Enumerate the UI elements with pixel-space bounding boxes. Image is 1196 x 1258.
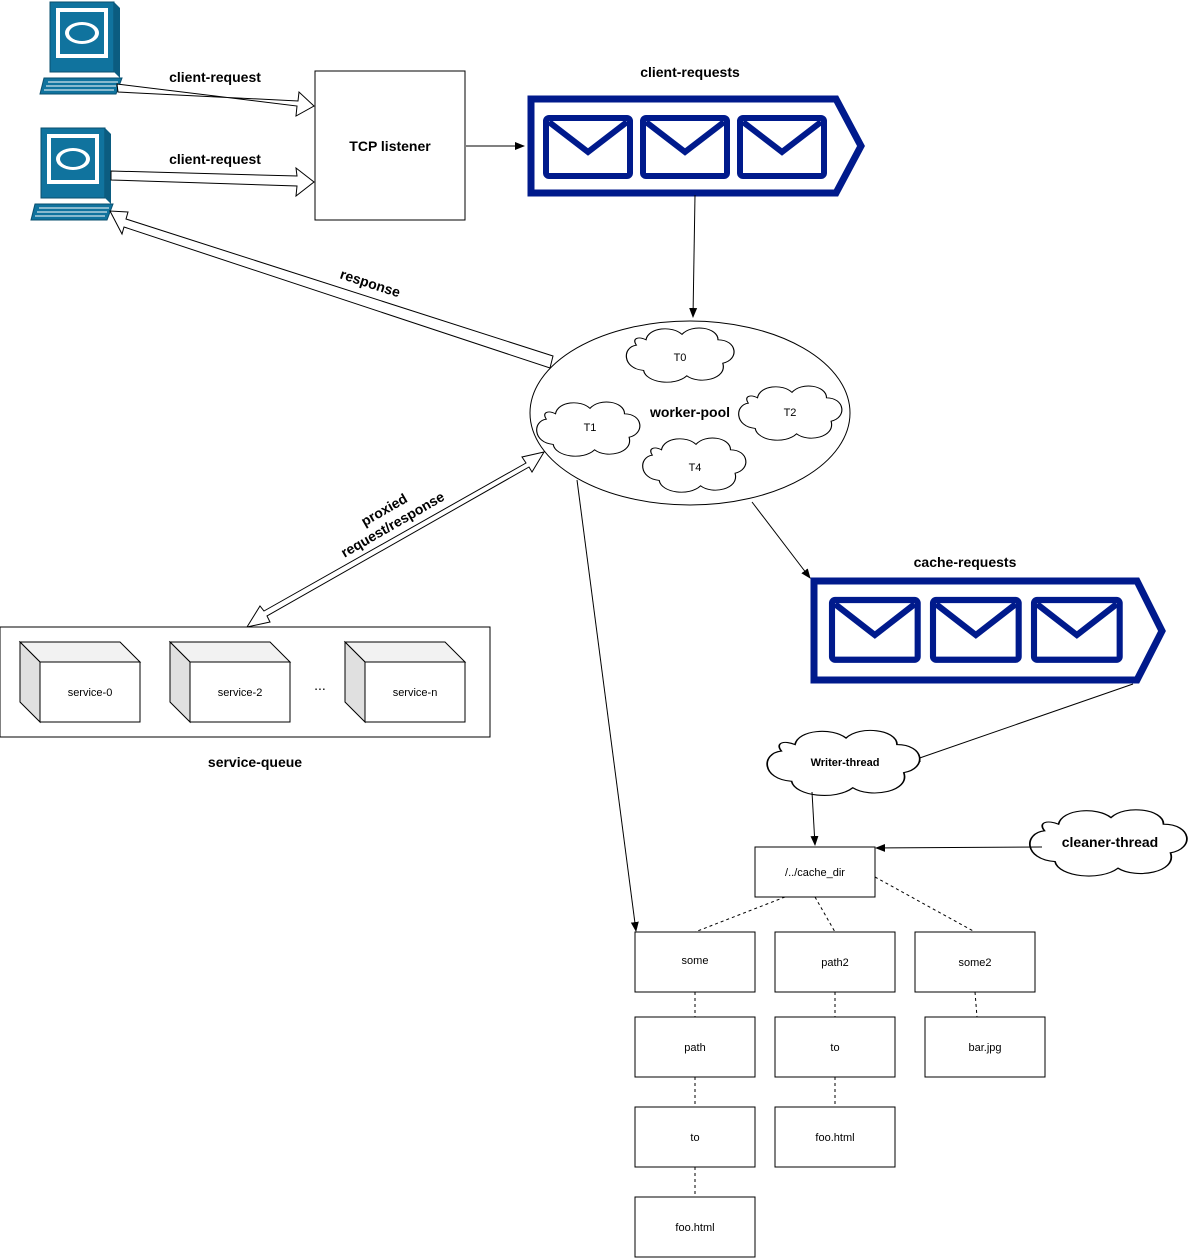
mail-envelope-icon: [933, 600, 1019, 660]
cache-dir-label: /../cache_dir: [785, 867, 845, 879]
computer-icon: [30, 127, 114, 221]
tcp-listener-label: TCP listener: [349, 138, 431, 154]
thread-t2-label: T2: [784, 407, 797, 419]
tree-node: [634, 1016, 756, 1078]
cleaner-thread-label: cleaner-thread: [1062, 834, 1158, 850]
cache-requests-label: cache-requests: [914, 554, 1017, 570]
ellipsis-label: ...: [314, 677, 326, 693]
client-request-label: client-request: [169, 69, 261, 85]
tree-node-label: some: [682, 955, 709, 967]
tree-node-label: bar.jpg: [968, 1042, 1001, 1054]
tree-node-label: to: [830, 1042, 839, 1054]
connector-arrow: [875, 843, 1043, 852]
cube-icon: [168, 640, 292, 724]
tree-node-label: to: [690, 1132, 699, 1144]
connector-arrow: [910, 683, 1134, 762]
tree-node-label: path: [684, 1042, 705, 1054]
response-arrow: [109, 210, 554, 369]
tree-node: [774, 1106, 896, 1168]
cache-dir-box: [754, 846, 876, 898]
client-request-arrow: [110, 166, 315, 198]
worker-pool-label: worker-pool: [649, 404, 730, 420]
tcp-listener-box: [314, 70, 466, 221]
client-request-label: client-request: [169, 151, 261, 167]
tree-node-label: foo.html: [675, 1222, 714, 1234]
writer-thread-label: Writer-thread: [811, 757, 880, 769]
client-request-arrow: [116, 83, 315, 117]
tree-node: [634, 1196, 756, 1258]
cube-icon: [18, 640, 142, 724]
proxied-arrow: [245, 451, 546, 628]
thread-t4-label: T4: [689, 462, 702, 474]
computer-icon: [39, 1, 123, 95]
tree-node-label: some2: [958, 957, 991, 969]
mail-envelope-icon: [740, 118, 824, 176]
worker-pool-ellipse: [529, 320, 851, 506]
service-label: service-2: [218, 687, 263, 699]
connector-arrow: [576, 479, 639, 932]
tree-node: [634, 1106, 756, 1168]
tree-node: [774, 1016, 896, 1078]
tree-connectors: [694, 876, 978, 1197]
tree-node-label: path2: [821, 957, 849, 969]
client-requests-queue: [527, 95, 865, 197]
service-queue-label: service-queue: [208, 754, 302, 770]
connector-arrow: [810, 791, 819, 846]
service-label: service-0: [68, 687, 113, 699]
connector-arrow: [689, 194, 698, 318]
mail-envelope-icon: [546, 118, 630, 176]
thread-t1-label: T1: [584, 422, 597, 434]
connector-arrow: [751, 501, 811, 579]
mail-envelope-icon: [1034, 600, 1120, 660]
service-label: service-n: [393, 687, 438, 699]
tree-node: [914, 931, 1036, 993]
mail-envelope-icon: [832, 600, 918, 660]
client-requests-label: client-requests: [640, 64, 740, 80]
tree-node: [634, 931, 756, 993]
cube-icon: [343, 640, 467, 724]
thread-t0-label: T0: [674, 352, 687, 364]
tree-node: [774, 931, 896, 993]
tree-node: [924, 1016, 1046, 1078]
tree-node-label: foo.html: [815, 1132, 854, 1144]
mail-envelope-icon: [643, 118, 727, 176]
cache-requests-queue: [810, 577, 1166, 684]
